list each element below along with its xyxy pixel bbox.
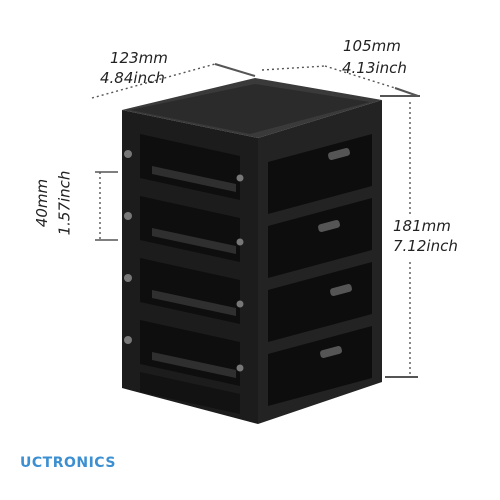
drive-cage: [122, 78, 382, 424]
width-mm-label: 123mm: [110, 49, 168, 67]
height-inch-label: 7.12inch: [393, 237, 458, 255]
brand-logo: UCTRONICS: [20, 455, 116, 471]
width-inch-label: 4.84inch: [100, 69, 165, 87]
depth-inch-label: 4.13inch: [342, 59, 407, 77]
depth-mm-label: 105mm: [343, 37, 401, 55]
bay-spacing-inch-label: 1.57inch: [55, 170, 74, 236]
height-mm-label: 181mm: [393, 217, 451, 235]
bay-spacing-mm-label: 40mm: [33, 178, 52, 228]
dimension-lines: [91, 63, 420, 378]
